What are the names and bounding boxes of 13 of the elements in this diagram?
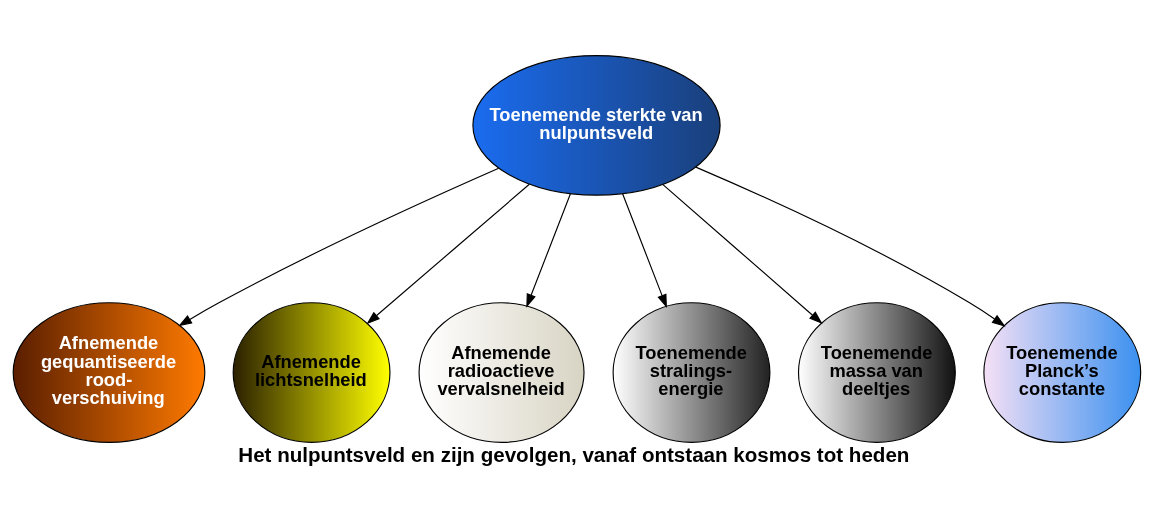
node-ellipse: Toenemende sterkte van nulpuntsveld [472, 55, 721, 196]
arrow [695, 166, 1006, 327]
arrow [526, 193, 571, 308]
arrow [366, 183, 530, 325]
arrow [178, 167, 500, 327]
caption: Het nulpuntsveld en zijn gevolgen, vanaf ontstaan kosmos tot heden [238, 443, 910, 467]
arrow [662, 184, 823, 324]
node-ellipse: Afnemende gequantiseerde rood- verschuiving [12, 302, 206, 443]
arrow [622, 193, 667, 309]
node-ellipse: Afnemende radioactieve vervalsnelheid [418, 302, 585, 443]
node-ellipse: Toenemende stralings- energie [612, 302, 771, 443]
node-ellipse: Toenemende Planck’s constante [983, 302, 1142, 443]
node-ellipse: Afnemende lichtsnelheid [232, 302, 391, 443]
